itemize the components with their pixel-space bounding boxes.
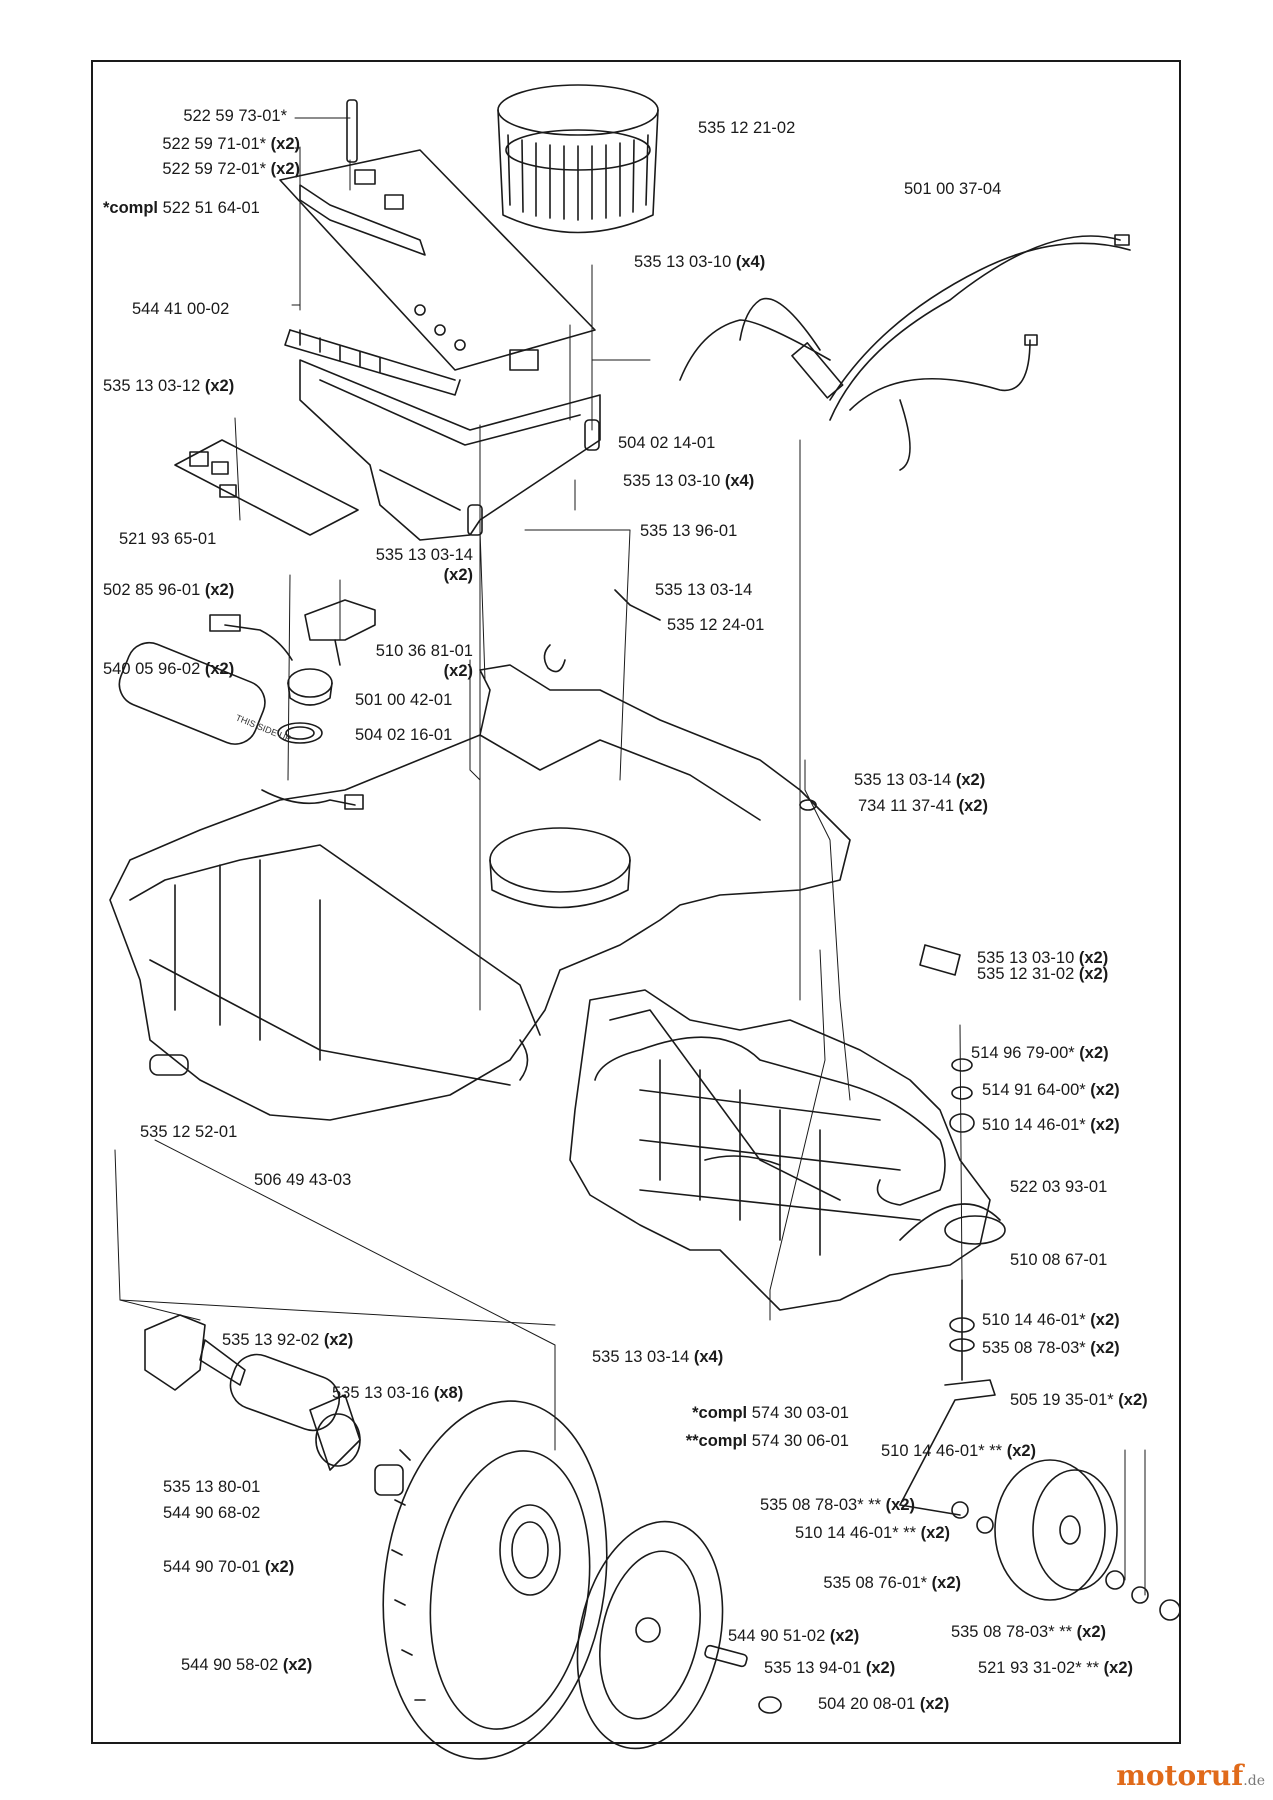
- label-544-90-58-02: 544 90 58-02 (x2): [181, 1656, 313, 1674]
- label-535-13-03-14-d: 535 13 03-14 (x4): [592, 1348, 724, 1366]
- label-535-13-96-01: 535 13 96-01: [640, 522, 738, 540]
- label-501-00-42-01: 501 00 42-01: [355, 691, 453, 709]
- label-510-14-46-01-b: 510 14 46-01* (x2): [982, 1311, 1120, 1329]
- label-535-08-78-03-b: 535 08 78-03* ** (x2): [759, 1496, 915, 1514]
- label-501-00-37-04: 501 00 37-04: [904, 180, 1002, 198]
- label-544-90-68-02: 544 90 68-02: [163, 1504, 261, 1522]
- front-wheel: [899, 1279, 1181, 1621]
- label-compl-522-51-64-01: *compl 522 51 64-01: [103, 199, 260, 217]
- label-521-93-65-01: 521 93 65-01: [119, 530, 217, 548]
- label-505-19-35-01: 505 19 35-01* (x2): [1010, 1391, 1148, 1409]
- hardware-parts: [543, 589, 975, 1206]
- secondary-circuit-board: [174, 439, 359, 536]
- wire-harness: [679, 234, 1131, 471]
- lower-motor-housing: [569, 989, 1006, 1311]
- label-535-08-78-03-a: 535 08 78-03* (x2): [982, 1339, 1120, 1357]
- label-535-08-76-01: 535 08 76-01* (x2): [823, 1574, 961, 1592]
- label-535-13-92-02: 535 13 92-02 (x2): [222, 1331, 354, 1349]
- watermark-logo: motoruf.de: [1116, 1759, 1265, 1792]
- label-544-90-51-02: 544 90 51-02 (x2): [728, 1627, 860, 1645]
- label-535-13-03-14-a: 535 13 03-14(x2): [375, 546, 473, 584]
- label-510-08-67-01: 510 08 67-01: [1010, 1251, 1108, 1269]
- label-535-12-52-01: 535 12 52-01: [140, 1123, 238, 1141]
- label-535-13-94-01: 535 13 94-01 (x2): [764, 1659, 896, 1677]
- drawing-frame: [91, 60, 1181, 1744]
- label-535-13-03-14-b: 535 13 03-14: [655, 581, 753, 599]
- wheel-hub-cap: [576, 1520, 782, 1750]
- label-535-12-31-02: 535 12 31-02 (x2): [977, 965, 1109, 983]
- label-502-85-96-01: 502 85 96-01 (x2): [103, 581, 235, 599]
- board-holder-frame: [299, 359, 601, 541]
- label-535-08-78-03-c: 535 08 78-03* ** (x2): [950, 1623, 1106, 1641]
- label-535-13-03-10-c: 535 13 03-10 (x2): [977, 949, 1109, 967]
- label-521-93-31-02: 521 93 31-02* ** (x2): [977, 1659, 1133, 1677]
- label-compl-574-30-03-01: *compl 574 30 03-01: [692, 1404, 849, 1422]
- label-522-59-71-01: 522 59 71-01* (x2): [162, 135, 300, 153]
- label-510-14-46-01-c: 510 14 46-01* ** (x2): [881, 1442, 1037, 1460]
- label-522-03-93-01: 522 03 93-01: [1010, 1178, 1108, 1196]
- label-504-20-08-01: 504 20 08-01 (x2): [818, 1695, 950, 1713]
- label-535-13-80-01: 535 13 80-01: [163, 1478, 261, 1496]
- wheel-motor: [144, 1314, 404, 1496]
- battery-pack: [118, 641, 364, 810]
- label-504-02-16-01: 504 02 16-01: [355, 726, 453, 744]
- label-522-59-72-01: 522 59 72-01* (x2): [162, 160, 300, 178]
- label-compl-574-30-06-01: **compl 574 30 06-01: [685, 1432, 849, 1450]
- label-535-13-03-10-a: 535 13 03-10 (x4): [634, 253, 766, 271]
- label-734-11-37-41: 734 11 37-41 (x2): [858, 797, 988, 815]
- ring-part: [497, 84, 659, 234]
- bracket-part: [304, 599, 376, 666]
- label-535-13-03-14-c: 535 13 03-14 (x2): [854, 771, 986, 789]
- label-506-49-43-03: 506 49 43-03: [254, 1171, 352, 1189]
- label-510-14-46-01-d: 510 14 46-01* ** (x2): [794, 1524, 950, 1542]
- leader-lines: [114, 117, 1146, 1596]
- label-514-96-79-00: 514 96 79-00* (x2): [971, 1044, 1109, 1062]
- label-510-14-46-01-a: 510 14 46-01* (x2): [982, 1116, 1120, 1134]
- label-504-02-14-01: 504 02 14-01: [618, 434, 716, 452]
- label-544-90-70-01: 544 90 70-01 (x2): [163, 1558, 295, 1576]
- label-535-13-03-16: 535 13 03-16 (x8): [332, 1384, 464, 1402]
- main-circuit-board: [279, 99, 596, 396]
- label-544-41-00-02: 544 41 00-02: [132, 300, 230, 318]
- label-540-05-96-02: 540 05 96-02 (x2): [103, 660, 235, 678]
- label-510-36-81-01: 510 36 81-01(x2): [375, 642, 473, 680]
- label-535-13-03-12: 535 13 03-12 (x2): [103, 377, 235, 395]
- label-535-12-24-01: 535 12 24-01: [667, 616, 765, 634]
- speaker-assembly: [209, 614, 333, 744]
- label-535-12-21-02: 535 12 21-02: [698, 119, 796, 137]
- label-514-91-64-00: 514 91 64-00* (x2): [982, 1081, 1120, 1099]
- label-535-13-03-10-b: 535 13 03-10 (x4): [623, 472, 755, 490]
- label-522-59-73-01: 522 59 73-01*: [183, 107, 287, 125]
- battery-imprint: THIS SIDE UP: [234, 713, 292, 744]
